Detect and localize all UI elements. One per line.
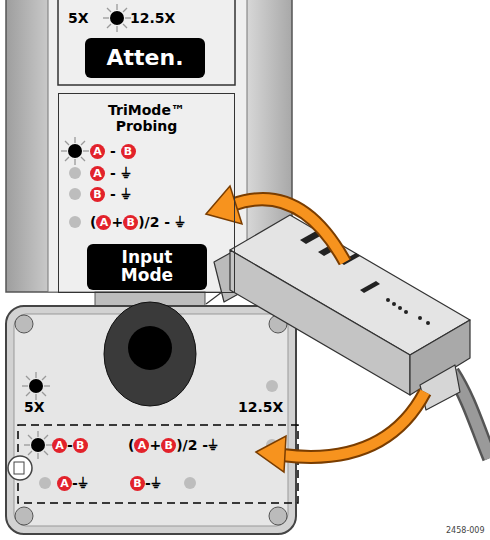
glyph: X xyxy=(78,10,89,26)
glyph: 2 xyxy=(188,437,198,453)
glyph xyxy=(116,165,121,181)
glyph: - xyxy=(466,526,469,535)
glyph xyxy=(116,186,121,202)
mode-label: A-⏚ xyxy=(57,474,88,492)
glyph xyxy=(105,143,110,159)
panel-heading: TriMode™ Probing xyxy=(92,102,202,134)
mode-label: A - B xyxy=(90,142,136,160)
glyph: X xyxy=(34,399,45,415)
glyph: 2 xyxy=(248,399,258,415)
input-badge: B xyxy=(123,215,138,230)
glyph: ⏚ xyxy=(175,214,185,230)
attenuation-label: 5X xyxy=(68,9,89,27)
glyph: 2 xyxy=(140,10,150,26)
glyph: - xyxy=(202,437,208,453)
input-badge: B xyxy=(130,476,145,491)
glyph: - xyxy=(145,475,151,491)
probe-body xyxy=(206,215,490,458)
input-badge: B xyxy=(121,144,136,159)
mode-label: (A+B)/2 -⏚ xyxy=(128,436,218,454)
glyph: 2 xyxy=(150,214,160,230)
glyph: 4 xyxy=(451,526,456,535)
mode-label: B-⏚ xyxy=(130,474,161,492)
glyph: - xyxy=(110,165,116,181)
glyph: 5 xyxy=(155,10,165,26)
glyph: 5 xyxy=(263,399,273,415)
glyph: X xyxy=(273,399,284,415)
mode-label: A-B xyxy=(52,436,88,454)
attenuation-button: Atten. xyxy=(85,38,205,78)
glyph: - xyxy=(72,475,78,491)
glyph: ⏚ xyxy=(121,165,131,181)
input-badge: B xyxy=(73,438,88,453)
input-badge: A xyxy=(134,438,149,453)
mode-label: A - ⏚ xyxy=(90,164,131,182)
glyph xyxy=(116,143,121,159)
glyph: / xyxy=(145,214,150,230)
glyph: 5 xyxy=(68,10,78,26)
glyph: / xyxy=(183,437,188,453)
glyph: 8 xyxy=(461,526,466,535)
glyph: ⏚ xyxy=(78,475,88,491)
attenuation-label: 12.5X xyxy=(130,9,175,27)
glyph: 1 xyxy=(238,399,248,415)
input-badge: B xyxy=(161,438,176,453)
glyph: - xyxy=(110,143,116,159)
probe-tip-panel xyxy=(6,302,298,534)
glyph xyxy=(105,165,110,181)
glyph: 0 xyxy=(474,526,479,535)
glyph: 1 xyxy=(130,10,140,26)
glyph xyxy=(159,214,164,230)
glyph: - xyxy=(110,186,116,202)
mode-label: (A+B)/2 - ⏚ xyxy=(90,213,185,231)
glyph: + xyxy=(111,214,123,230)
glyph: ) xyxy=(138,214,144,230)
glyph: - xyxy=(67,437,73,453)
glyph: ⏚ xyxy=(151,475,161,491)
glyph: - xyxy=(164,214,170,230)
mode-panel: TriMode™ ProbingInput Mode xyxy=(58,93,235,293)
button-label: Input Mode xyxy=(112,249,182,285)
glyph: ) xyxy=(176,437,182,453)
glyph: + xyxy=(149,437,161,453)
input-badge: A xyxy=(57,476,72,491)
glyph: . xyxy=(150,10,155,26)
glyph: ⏚ xyxy=(121,186,131,202)
button-label: Atten. xyxy=(107,46,184,69)
callout-arrow xyxy=(206,186,425,472)
glyph: X xyxy=(165,10,176,26)
glyph xyxy=(197,437,202,453)
attenuation-label: 12.5X xyxy=(238,398,283,416)
input-badge: A xyxy=(90,144,105,159)
input-mode-button: Input Mode xyxy=(87,244,207,290)
glyph: . xyxy=(258,399,263,415)
glyph: 2 xyxy=(446,526,451,535)
glyph: 5 xyxy=(456,526,461,535)
glyph xyxy=(105,186,110,202)
mode-label: B - ⏚ xyxy=(90,185,131,203)
glyph: 5 xyxy=(24,399,34,415)
glyph xyxy=(170,214,175,230)
glyph: 0 xyxy=(469,526,474,535)
attenuation-label: 5X xyxy=(24,398,45,416)
input-badge: A xyxy=(90,166,105,181)
glyph: 9 xyxy=(479,526,484,535)
glyph: ⏚ xyxy=(208,437,218,453)
figure-number: 2458-009 xyxy=(446,526,485,536)
input-badge: A xyxy=(96,215,111,230)
input-badge: B xyxy=(90,187,105,202)
input-badge: A xyxy=(52,438,67,453)
